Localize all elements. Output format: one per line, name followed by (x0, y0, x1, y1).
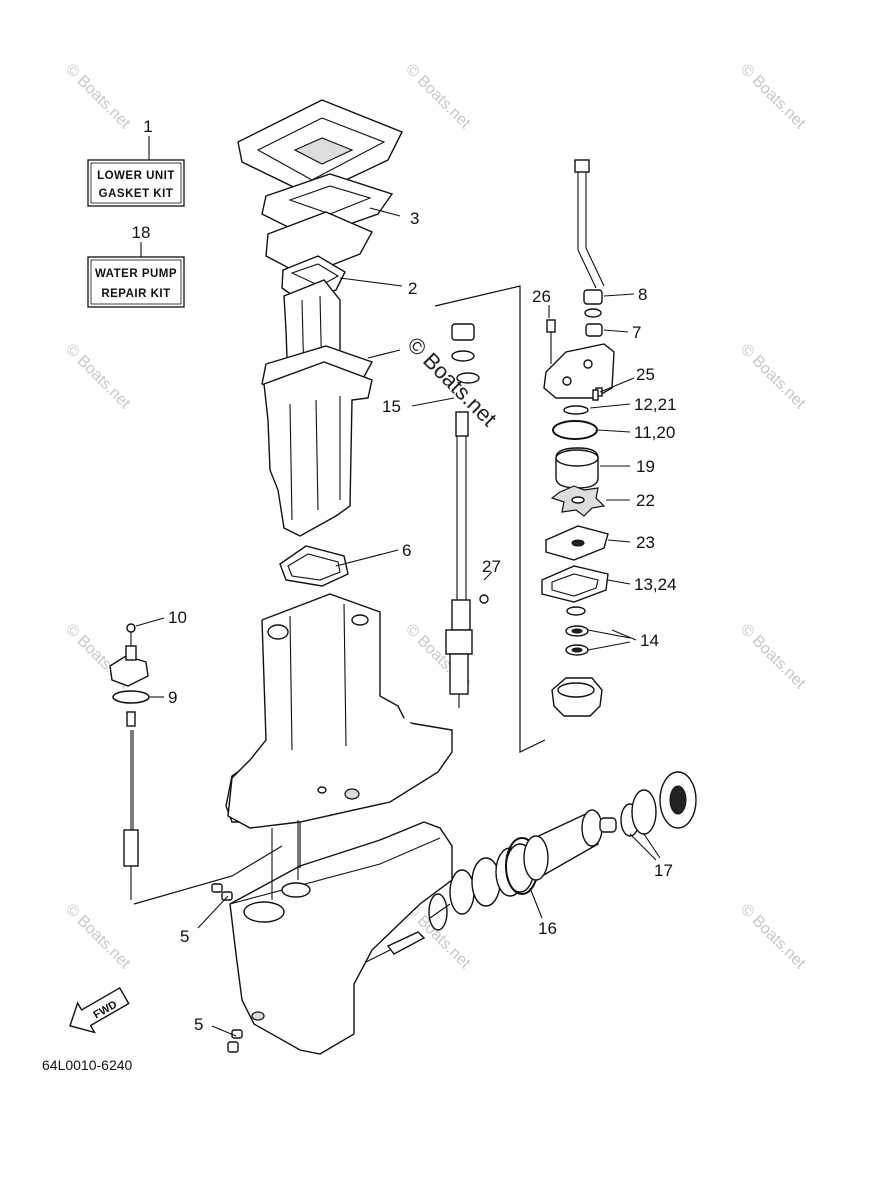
callout-11-20: 11,20 (634, 423, 675, 442)
callout-5-upper: 5 (180, 927, 189, 946)
callout-10: 10 (168, 608, 187, 627)
pin-25 (592, 389, 599, 401)
shift-rod-tip (123, 829, 139, 867)
insert-7 (585, 323, 603, 337)
callout-13-24: 13,24 (634, 575, 677, 594)
callout-26: 26 (532, 287, 551, 306)
drive-shaft (434, 285, 546, 753)
callout-18: 18 (132, 223, 151, 242)
o-ring-9 (112, 690, 150, 704)
lower-unit-kit-line2: GASKET KIT (99, 188, 174, 200)
lower-unit-kit-box (87, 159, 185, 207)
bolt-5 (231, 1029, 243, 1039)
bolt-26 (546, 319, 556, 333)
callout-6: 6 (402, 541, 411, 560)
callout-12-21: 12,21 (634, 395, 677, 414)
gasket-3 (261, 173, 394, 239)
watermark: © Boats.net (402, 61, 474, 133)
water-pump-kit-line1: WATER PUMP (95, 268, 177, 280)
callout-23: 23 (636, 533, 655, 552)
callout-8: 8 (638, 285, 647, 304)
callout-16: 16 (538, 919, 557, 938)
watermark: © Boats.net (62, 341, 134, 413)
callout-2: 2 (408, 279, 417, 298)
leader-lines (135, 207, 661, 1037)
propeller-shaft-housing-assembly (428, 771, 697, 931)
bolts-5 (211, 883, 243, 1053)
water-pump-repair-kit: 18 WATER PUMP REPAIR KIT (87, 223, 185, 308)
driveshaft-housing (225, 593, 453, 829)
callout-5-lower: 5 (194, 1015, 203, 1034)
lower-case (229, 820, 453, 1055)
upper-casing-assembly (237, 99, 403, 587)
lower-unit-kit-line1: LOWER UNIT (97, 170, 175, 182)
bearing-17 (631, 789, 657, 835)
bolt-5 (227, 1041, 239, 1053)
watermark: © Boats.net (737, 621, 809, 693)
callout-3: 3 (410, 209, 419, 228)
propeller-shaft (386, 931, 426, 955)
watermark: © Boats.net (737, 901, 809, 973)
water-pump-kit-line2: REPAIR KIT (101, 288, 170, 300)
bolt-5 (211, 883, 223, 893)
diagram-code: 64L0010-6240 (42, 1057, 133, 1073)
callout-17: 17 (654, 861, 673, 880)
callout-1: 1 (143, 117, 152, 136)
gasket-13-24 (541, 565, 609, 603)
fwd-arrow: FWD (69, 986, 130, 1034)
watermark: © Boats.net (737, 61, 809, 133)
callout-22: 22 (636, 491, 655, 510)
callout-7: 7 (632, 323, 641, 342)
callout-27: 27 (482, 557, 501, 576)
exhaust-plate (265, 211, 373, 277)
shift-rod-assembly (109, 623, 150, 900)
water-pump-assembly (541, 159, 615, 717)
watermark: © Boats.net (62, 61, 134, 133)
drive-shaft-bearing (451, 323, 475, 341)
callout-19: 19 (636, 457, 655, 476)
oil-seal-14 (566, 606, 586, 616)
pump-housing (543, 343, 615, 399)
watermark: © Boats.net (62, 901, 134, 973)
callout-9: 9 (168, 688, 177, 707)
o-ring-12-21 (563, 405, 589, 415)
callout-15: 15 (382, 397, 401, 416)
grommet-8 (583, 289, 603, 305)
lower-unit-gasket-kit: 1 LOWER UNIT GASKET KIT (87, 117, 185, 207)
overlay-watermark-text: © Boats.net (402, 332, 501, 431)
bolt-5 (221, 891, 233, 901)
callout-14: 14 (640, 631, 659, 650)
callout-25: 25 (636, 365, 655, 384)
watermark: © Boats.net (737, 341, 809, 413)
overlay-watermark: © Boats.net (402, 332, 501, 431)
water-pump-kit-box (87, 256, 185, 308)
callouts: 3 2 6 10 9 5 5 15 27 26 8 7 25 12,21 11,… (168, 209, 677, 1034)
seal-11-20 (552, 420, 598, 440)
